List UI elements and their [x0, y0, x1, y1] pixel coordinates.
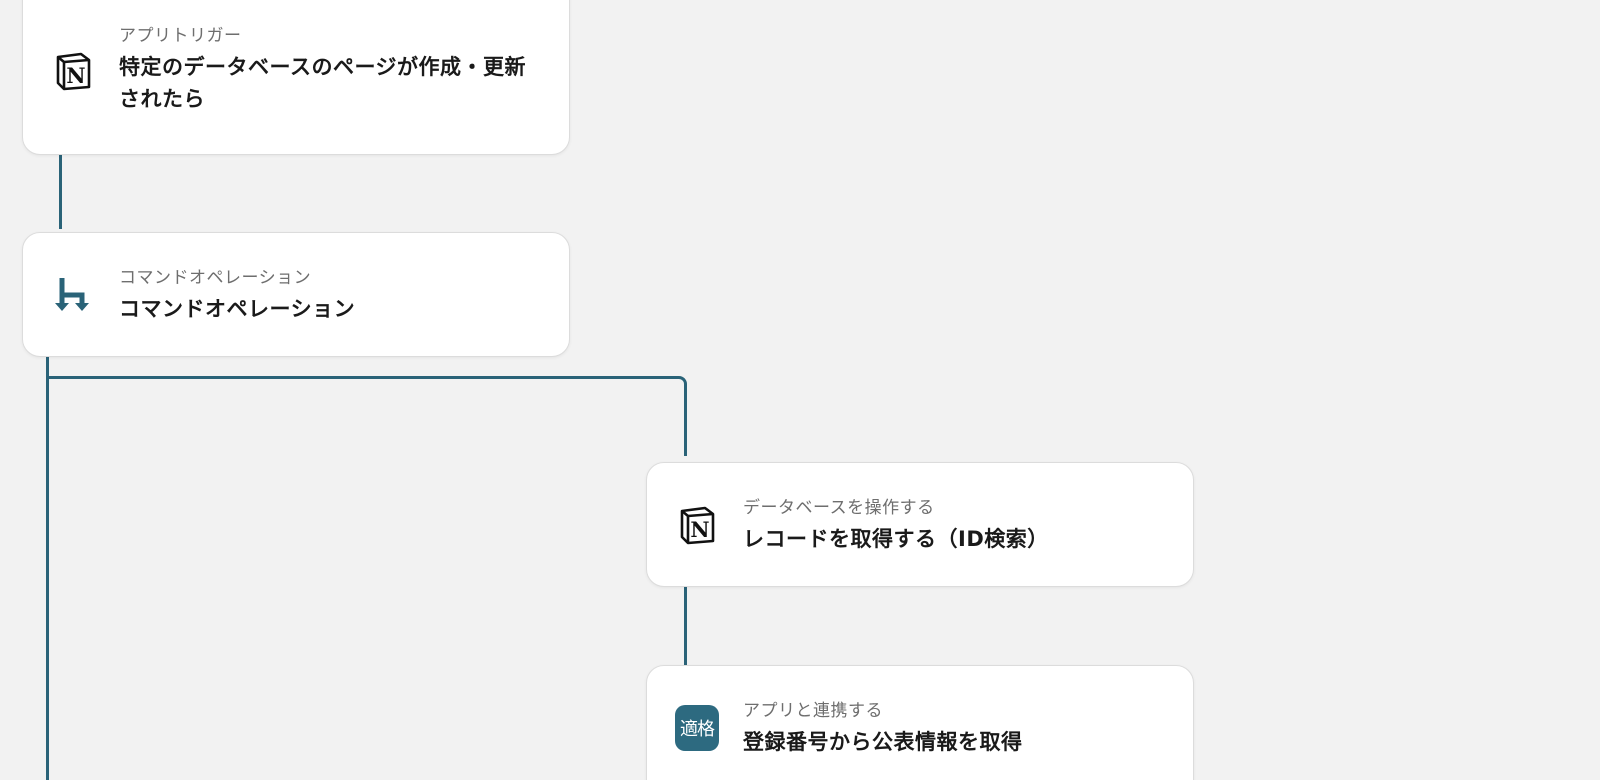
node-title: レコードを取得する（ID検索）	[743, 527, 1049, 551]
flow-node-command-operation[interactable]: コマンドオペレーション コマンドオペレーション	[22, 232, 570, 357]
node-title: コマンドオペレーション	[119, 297, 356, 321]
flow-node-get-record[interactable]: N データベースを操作する レコードを取得する（ID検索）	[646, 462, 1194, 587]
flow-node-trigger[interactable]: N アプリトリガー 特定のデータベースのページが作成・更新 されたら	[22, 0, 570, 155]
node-title: 登録番号から公表情報を取得	[743, 730, 1023, 754]
connector-main-branch	[46, 349, 49, 780]
node-title: 特定のデータベースのページが作成・更新 されたら	[119, 51, 549, 115]
svg-text:N: N	[690, 517, 709, 542]
node-title-line: 特定のデータベースのページが作成・更新	[119, 55, 527, 79]
notion-icon: N	[675, 503, 719, 547]
node-subtitle: コマンドオペレーション	[119, 268, 312, 288]
flow-node-invoice-lookup[interactable]: 適格 アプリと連携する 登録番号から公表情報を取得	[646, 665, 1194, 780]
svg-text:N: N	[66, 63, 85, 88]
node-subtitle: データベースを操作する	[743, 498, 935, 518]
badge-label: 適格	[675, 705, 719, 751]
invoice-eligibility-icon: 適格	[675, 705, 719, 751]
command-operation-icon	[51, 273, 95, 317]
node-subtitle: アプリトリガー	[119, 26, 242, 46]
connector-record-to-invoice	[684, 587, 687, 665]
connector-branch-elbow	[46, 376, 687, 456]
connector-trigger-to-command	[59, 153, 62, 229]
notion-icon: N	[51, 49, 95, 93]
node-title-line: されたら	[119, 87, 205, 111]
node-subtitle: アプリと連携する	[743, 701, 883, 721]
